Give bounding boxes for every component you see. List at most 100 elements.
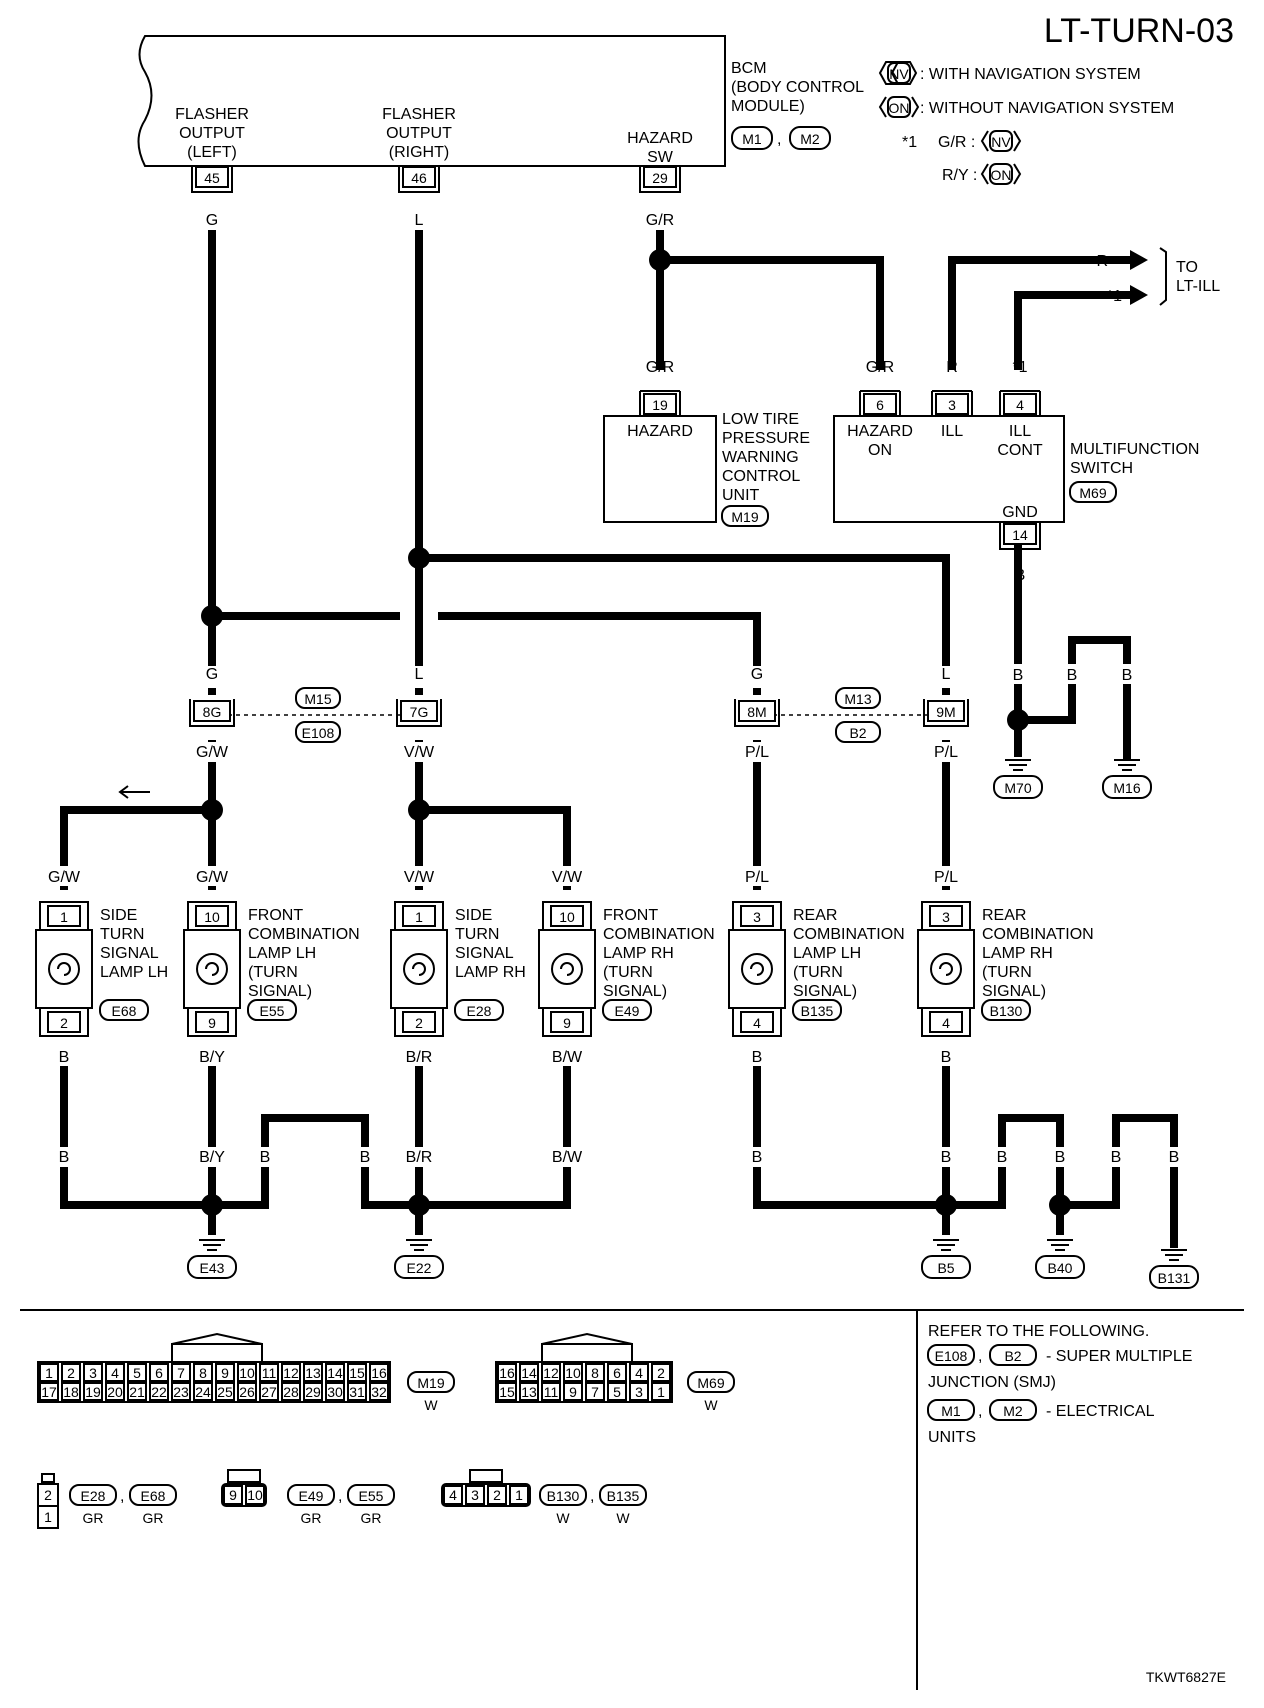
lamp-name-line: SIGNAL) — [248, 983, 312, 1000]
lamp-name-line: REAR — [793, 907, 837, 924]
joint-4-top-wire: L — [942, 666, 951, 683]
ground-b131: B131 — [1149, 1249, 1199, 1289]
lamp-wire-top: G/W — [48, 869, 81, 886]
mfs-gnd-wire: B — [1015, 567, 1026, 584]
m19-pin: 27 — [261, 1384, 277, 1400]
m19-pin: 2 — [67, 1365, 75, 1381]
lamp-name-line: SIGNAL — [455, 945, 514, 962]
legend-note-ry: R/Y : — [942, 167, 977, 184]
lamp-pin-top: 10 — [559, 909, 575, 925]
legend-on-text: : WITHOUT NAVIGATION SYSTEM — [920, 100, 1174, 117]
c2-name-2: E68 — [141, 1488, 166, 1504]
m69-pin: 13 — [521, 1384, 537, 1400]
bcm-pin-right-label-2: OUTPUT — [386, 125, 452, 142]
m69-pin: 1 — [657, 1384, 665, 1400]
bcm-connector-sep: , — [777, 131, 781, 148]
ground-m16: M16 — [1102, 759, 1152, 799]
m69-color: W — [704, 1397, 718, 1413]
ground-e22: E22 — [394, 1239, 444, 1279]
m19-pin: 20 — [107, 1384, 123, 1400]
lamp-name-line: COMBINATION — [793, 926, 905, 943]
m69-pin: 16 — [499, 1365, 515, 1381]
refer-comma-1: , — [978, 1348, 982, 1365]
ground-return-wire: B/W — [552, 1149, 583, 1166]
lamp-name-line: TURN — [100, 926, 144, 943]
lamp-name-line: FRONT — [248, 907, 303, 924]
tpms-unit: 19 HAZARD LOW TIRE PRESSURE WARNING CONT… — [603, 390, 810, 527]
joint-3-pin: 8M — [747, 704, 766, 720]
bcm-pin-45: 45 — [204, 170, 220, 186]
lamp-name-line: FRONT — [603, 907, 658, 924]
diagram-id: LT-TURN-03 — [1044, 12, 1234, 50]
joint-2-pin: 7G — [410, 704, 429, 720]
mfs-wire-hazard: G/R — [866, 359, 894, 376]
lamp-pin-top: 3 — [753, 909, 761, 925]
mfs-branch-wire-2: B — [1067, 667, 1078, 684]
lamp-name-line: (TURN — [793, 964, 843, 981]
lamp-pin-top: 10 — [204, 909, 220, 925]
m19-pin: 32 — [371, 1384, 387, 1400]
m19-name: M19 — [417, 1375, 444, 1391]
bcm-pin-left-label-1: FLASHER — [175, 106, 249, 123]
bcm-name-1: BCM — [731, 60, 767, 77]
refer-line2-cont: UNITS — [928, 1429, 976, 1446]
lamp-connector: E55 — [260, 1003, 285, 1019]
lamp-pin-bottom: 2 — [60, 1015, 68, 1031]
bcm-pin-hazard-label-2: SW — [647, 149, 674, 166]
bcm-name-2: (BODY CONTROL — [731, 79, 864, 96]
m19-pin: 23 — [173, 1384, 189, 1400]
m19-pin: 15 — [349, 1365, 365, 1381]
m19-pin: 4 — [111, 1365, 119, 1381]
m69-name: M69 — [697, 1375, 724, 1391]
c4-color-2: W — [616, 1510, 630, 1526]
ground-return-wire: B — [1169, 1149, 1180, 1166]
refer-tag-e108: E108 — [935, 1348, 968, 1364]
lamp-wire-bottom: B — [752, 1049, 763, 1066]
mfs-pin-4-label-1: ILL — [1009, 423, 1031, 440]
legend-note-mark: *1 — [902, 134, 917, 151]
lamp-name-line: (TURN — [982, 964, 1032, 981]
m19-color: W — [424, 1397, 438, 1413]
m19-pin: 30 — [327, 1384, 343, 1400]
joint-3-top-wire: G — [751, 666, 763, 683]
c4-name-2: B135 — [607, 1488, 640, 1504]
lamp-name-line: COMBINATION — [982, 926, 1094, 943]
lamp-name-line: LAMP RH — [982, 945, 1053, 962]
m19-pin: 8 — [199, 1365, 207, 1381]
m19-pin: 18 — [63, 1384, 79, 1400]
c2-pin: 2 — [44, 1487, 52, 1503]
c2-pin: 1 — [44, 1509, 52, 1525]
mfs-wire-ill-cont: *1 — [1012, 359, 1027, 376]
lamp-pin-top: 1 — [60, 909, 68, 925]
ground-label: E43 — [200, 1260, 225, 1276]
bcm-wire-l: L — [415, 212, 424, 229]
mfs-pin-6-label-2: ON — [868, 442, 892, 459]
mfs-pin-6: 6 — [876, 397, 884, 413]
m19-pin: 21 — [129, 1384, 145, 1400]
to-ill-text-1: TO — [1176, 259, 1198, 276]
m19-pin: 16 — [371, 1365, 387, 1381]
mfs-pin-6-label-1: HAZARD — [847, 423, 913, 440]
refer-tag-m2: M2 — [1003, 1403, 1023, 1419]
m19-pin: 29 — [305, 1384, 321, 1400]
m69-pin: 9 — [569, 1384, 577, 1400]
refer-tag-b2: B2 — [1004, 1348, 1021, 1364]
bcm-wire-gr: G/R — [646, 212, 674, 229]
ground-return-wire: B/R — [406, 1149, 433, 1166]
lamp-pin-bottom: 4 — [753, 1015, 761, 1031]
c3-color-2: GR — [361, 1510, 382, 1526]
bcm-module: BCM (BODY CONTROL MODULE) M1 , M2 FLASHE… — [137, 35, 864, 229]
lamp-pin-bottom: 9 — [563, 1015, 571, 1031]
lamp-name-line: LAMP RH — [603, 945, 674, 962]
lamp-wire-top: G/W — [196, 869, 229, 886]
joint-2-top-wire: L — [415, 666, 424, 683]
c3-sep: , — [338, 1488, 342, 1505]
legend: NV : WITH NAVIGATION SYSTEM ON : WITHOUT… — [878, 61, 1174, 185]
lamp-name-line: COMBINATION — [248, 926, 360, 943]
m19-pin: 17 — [41, 1384, 57, 1400]
